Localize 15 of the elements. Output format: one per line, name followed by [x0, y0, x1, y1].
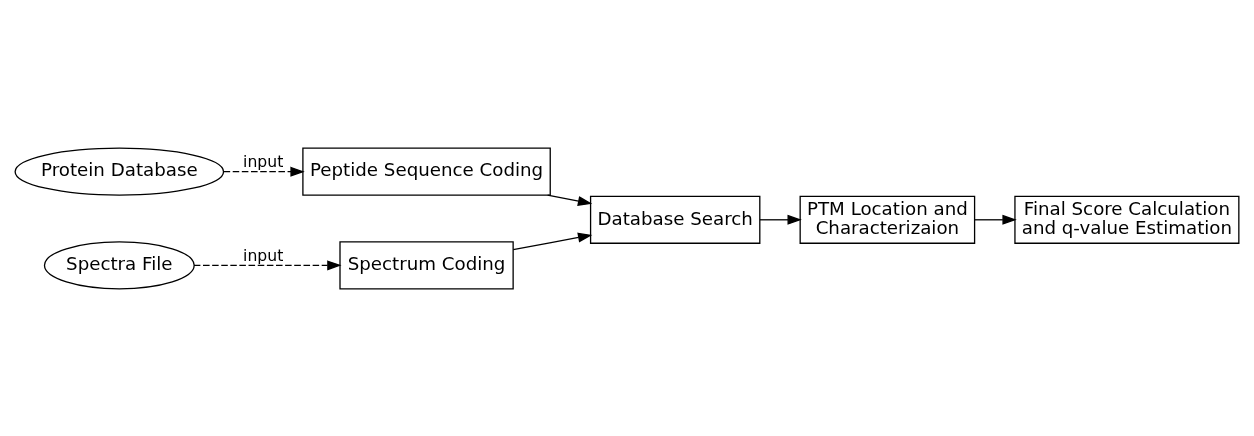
arrow: [223, 166, 305, 177]
node-box: Spectrum Coding: [339, 240, 514, 289]
node-ellipse: Spectra File: [43, 240, 195, 289]
arrow: [547, 193, 593, 206]
edge-label: input: [243, 152, 284, 171]
edge-label: input: [243, 246, 284, 265]
arrow: [193, 259, 342, 270]
node-box: PTM Location and Characterizaion: [799, 195, 976, 244]
arrow: [759, 214, 802, 225]
node-ellipse: Protein Database: [14, 147, 225, 196]
arrow: [974, 214, 1017, 225]
node-box: Database Search: [589, 195, 761, 244]
node-box: Peptide Sequence Coding: [302, 147, 551, 196]
node-box: Final Score Calculation and q-value Estimation: [1014, 195, 1240, 244]
arrow: [512, 232, 593, 250]
